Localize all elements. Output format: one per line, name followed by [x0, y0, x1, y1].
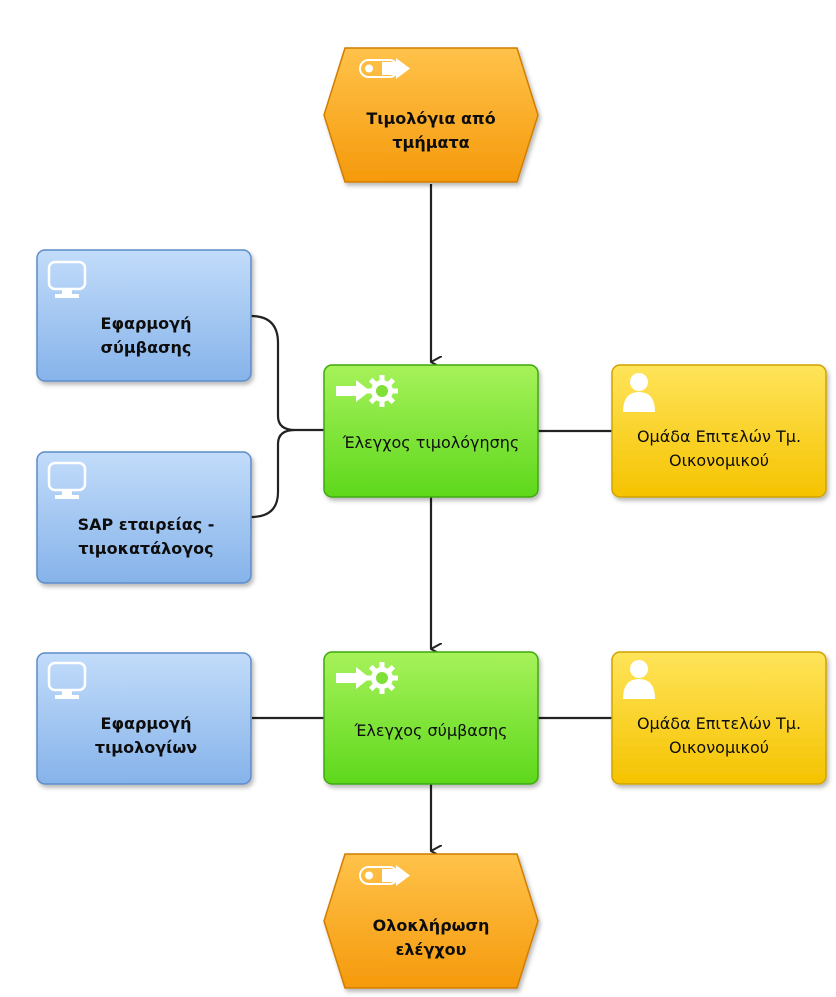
role-finance-team-2-label-line1: Ομάδα Επιτελών Τμ. [637, 714, 801, 733]
event-end: Ολοκλήρωση ελέγχου [323, 853, 539, 989]
connectors [250, 184, 612, 851]
function-invoice-check-label: Έλεγχος τιμολόγησης [342, 433, 520, 452]
event-start-label-line2: τμήματα [392, 133, 469, 152]
system-invoice-app: Εφαρμογή τιμολογίων [36, 652, 252, 785]
system-invoice-app-shape [36, 652, 252, 785]
monitor-icon [47, 661, 87, 699]
function-invoice-check: Έλεγχος τιμολόγησης [323, 364, 539, 498]
event-start-shape [323, 47, 539, 183]
function-gear-arrow-icon [336, 662, 398, 694]
event-end-label-line1: Ολοκλήρωση [373, 916, 490, 935]
function-gear-arrow-icon [336, 375, 398, 407]
role-finance-team-1-shape [611, 364, 827, 498]
role-finance-team-1-label-line1: Ομάδα Επιτελών Τμ. [637, 427, 801, 446]
role-finance-team-2-shape [611, 651, 827, 785]
role-finance-team-1-label-line2: Οικονομικού [669, 451, 769, 470]
event-end-shape [323, 853, 539, 989]
system-sap-pricelist-label-line2: τιμοκατάλογος [78, 539, 213, 558]
system-sap-pricelist: SAP εταιρείας - τιμοκατάλογος [36, 451, 252, 584]
event-start-label-line1: Τιμολόγια από [366, 109, 495, 128]
system-invoice-app-label-line1: Εφαρμογή [101, 714, 192, 733]
system-sap-pricelist-label-line1: SAP εταιρείας - [78, 515, 215, 534]
system-contract-app-label-line1: Εφαρμογή [101, 314, 192, 333]
monitor-icon [47, 260, 87, 298]
event-arrow-icon [359, 865, 410, 886]
system-invoice-app-label-line2: τιμολογίων [95, 738, 197, 757]
person-icon [623, 660, 655, 699]
monitor-icon [47, 461, 87, 499]
person-icon [623, 373, 655, 412]
role-finance-team-2: Ομάδα Επιτελών Τμ. Οικονομικού [611, 651, 827, 785]
system-contract-app: Εφαρμογή σύμβασης [36, 249, 252, 382]
event-arrow-icon [359, 58, 410, 79]
system-sap-pricelist-shape [36, 451, 252, 584]
event-end-label-line2: ελέγχου [396, 940, 467, 959]
system-contract-app-label-line2: σύμβασης [101, 338, 192, 357]
system-contract-app-shape [36, 249, 252, 382]
role-finance-team-1: Ομάδα Επιτελών Τμ. Οικονομικού [611, 364, 827, 498]
role-finance-team-2-label-line2: Οικονομικού [669, 738, 769, 757]
function-contract-check: Έλεγχος σύμβασης [323, 651, 539, 785]
event-start: Τιμολόγια από τμήματα [323, 47, 539, 183]
function-contract-check-label: Έλεγχος σύμβασης [353, 721, 507, 740]
link-systems-bracket [250, 314, 326, 519]
